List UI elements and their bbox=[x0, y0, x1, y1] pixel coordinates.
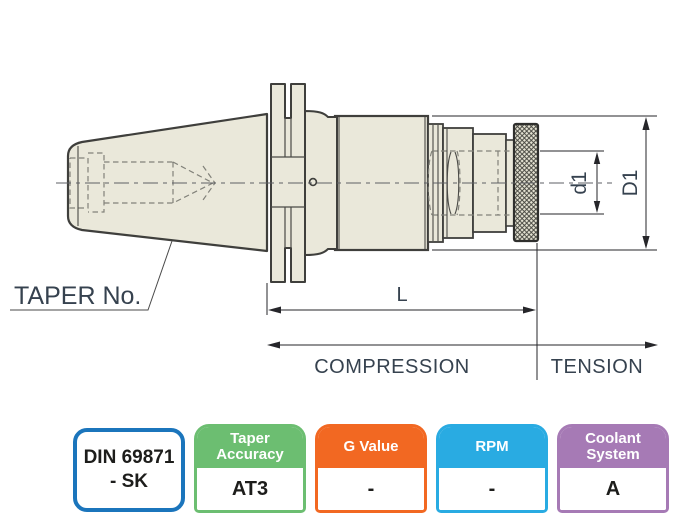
g-value-header: G Value bbox=[318, 427, 424, 468]
taper-no-label: TAPER No. bbox=[14, 282, 141, 310]
drive-pin-hole bbox=[308, 177, 318, 187]
spec-card-din-standard: DIN 69871 - SK bbox=[73, 428, 185, 512]
rpm-value: - bbox=[439, 468, 545, 510]
taper-accuracy-value: AT3 bbox=[197, 468, 303, 510]
rpm-header: RPM bbox=[439, 427, 545, 468]
dimension-lines bbox=[10, 115, 658, 380]
compression-label: COMPRESSION bbox=[314, 356, 470, 378]
taper-shank bbox=[66, 112, 269, 253]
spec-card-coolant-system: Coolant System A bbox=[557, 424, 669, 513]
spec-card-g-value: G Value - bbox=[315, 424, 427, 513]
spec-card-taper-accuracy: Taper Accuracy AT3 bbox=[194, 424, 306, 513]
rpm-header-text: RPM bbox=[475, 437, 509, 455]
coolant-system-header-text: Coolant System bbox=[585, 429, 641, 463]
g-value-header-text: G Value bbox=[343, 437, 399, 455]
length-label: L bbox=[396, 284, 407, 306]
dimension-labels: TAPER No. L COMPRESSION TENSION d1 D1 bbox=[14, 170, 643, 378]
taper-accuracy-header: Taper Accuracy bbox=[197, 427, 303, 468]
coolant-system-value: A bbox=[560, 468, 666, 510]
spec-card-rpm: RPM - bbox=[436, 424, 548, 513]
tension-label: TENSION bbox=[551, 356, 643, 378]
taper-accuracy-header-text: Taper Accuracy bbox=[216, 429, 284, 463]
D1-label: D1 bbox=[619, 170, 642, 197]
g-value-value: - bbox=[318, 468, 424, 510]
din-standard-text: DIN 69871 - SK bbox=[77, 446, 181, 494]
din-standard-line1: DIN 69871 bbox=[83, 447, 175, 469]
d1-label: d1 bbox=[568, 171, 591, 194]
coolant-system-header: Coolant System bbox=[560, 427, 666, 468]
tool-holder-technical-drawing: TAPER No. L COMPRESSION TENSION d1 D1 bbox=[10, 83, 658, 380]
din-standard-line2: - SK bbox=[110, 471, 148, 492]
spec-card-row: DIN 69871 - SK Taper Accuracy AT3 G Valu… bbox=[73, 424, 669, 513]
